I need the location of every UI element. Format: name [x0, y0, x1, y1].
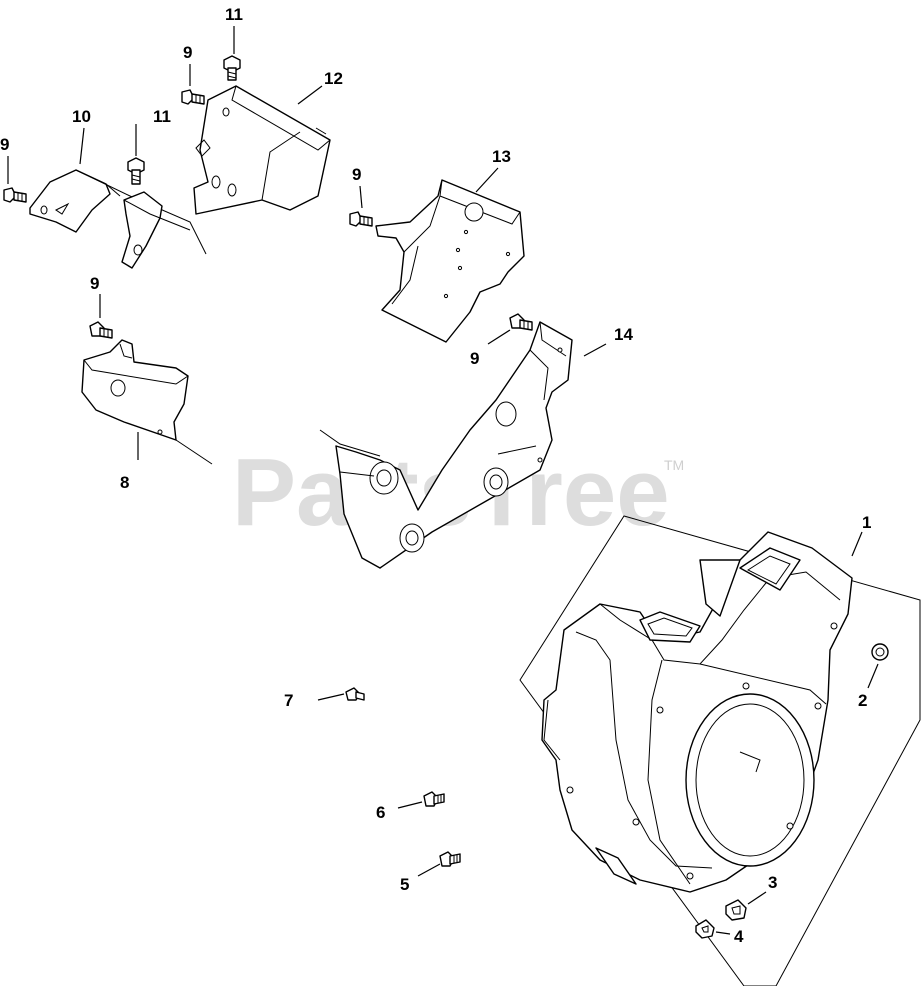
callout-10: 10 — [72, 107, 91, 126]
callout-1: 1 — [862, 513, 871, 532]
callout-labels: 11 12 9 10 11 9 9 13 9 9 14 8 1 2 7 6 5 … — [0, 5, 871, 946]
part-7-screw[interactable] — [345, 687, 365, 701]
bolt-11-upper[interactable] — [223, 55, 241, 81]
callout-9-middle: 9 — [90, 274, 99, 293]
part-2-plug[interactable] — [871, 643, 889, 661]
callout-11-lower: 11 — [153, 107, 171, 126]
watermark-trademark: TM — [664, 457, 684, 473]
bolt-9-middle[interactable] — [89, 321, 113, 339]
part-14-baffle[interactable] — [319, 321, 573, 569]
callout-7: 7 — [284, 691, 293, 710]
callout-5: 5 — [400, 875, 409, 894]
part-5-bolt[interactable] — [439, 851, 461, 867]
part-12-shroud-panel[interactable] — [193, 85, 331, 215]
callout-11-upper: 11 — [225, 5, 243, 24]
callout-13: 13 — [492, 147, 511, 166]
callout-6: 6 — [376, 803, 385, 822]
callout-2: 2 — [858, 691, 867, 710]
callout-14: 14 — [614, 325, 633, 344]
part-4-clip[interactable] — [695, 919, 715, 939]
callout-9-right-lower: 9 — [470, 349, 479, 368]
part-8-bracket[interactable] — [81, 339, 213, 465]
bolt-11-lower[interactable] — [127, 157, 145, 185]
part-13-shroud[interactable] — [375, 179, 525, 343]
part-6-bolt[interactable] — [423, 791, 445, 807]
callout-4: 4 — [734, 927, 744, 946]
callout-8: 8 — [120, 473, 129, 492]
part-1-blower-housing[interactable] — [519, 515, 921, 986]
bolt-9-left[interactable] — [3, 187, 27, 203]
part-10-bracket[interactable] — [29, 169, 207, 269]
bolt-9-right-upper[interactable] — [349, 211, 373, 227]
leader-lines — [7, 26, 879, 935]
callout-9-upper: 9 — [183, 43, 192, 62]
part-3-clip[interactable] — [725, 899, 747, 921]
callout-9-left: 9 — [0, 135, 9, 154]
callout-9-right-upper: 9 — [352, 165, 361, 184]
bolt-9-upper[interactable] — [181, 89, 205, 105]
callout-3: 3 — [768, 873, 777, 892]
callout-12: 12 — [324, 69, 343, 88]
bolt-9-right-lower[interactable] — [509, 313, 533, 331]
